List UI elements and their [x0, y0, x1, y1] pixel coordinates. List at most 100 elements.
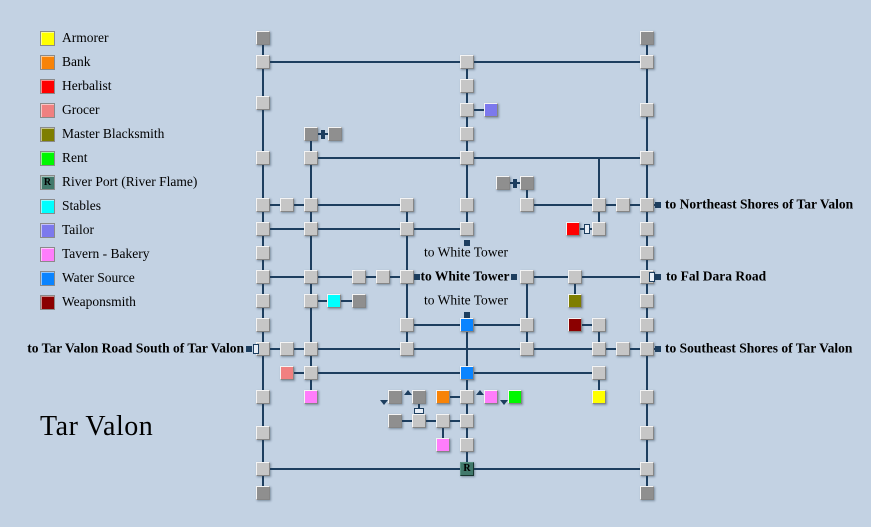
- room-normal[interactable]: [616, 342, 630, 356]
- room-normal[interactable]: [460, 414, 474, 428]
- room-dark[interactable]: [256, 486, 270, 500]
- room-normal[interactable]: [304, 222, 318, 236]
- legend-item-label: Armorer: [62, 30, 109, 45]
- room-normal[interactable]: [256, 294, 270, 308]
- room-stables[interactable]: [327, 294, 341, 308]
- room-normal[interactable]: [376, 270, 390, 284]
- room-normal[interactable]: [400, 270, 414, 284]
- room-normal[interactable]: [256, 96, 270, 110]
- room-tavern[interactable]: [484, 390, 498, 404]
- room-normal[interactable]: [460, 438, 474, 452]
- room-normal[interactable]: [460, 127, 474, 141]
- room-grocer[interactable]: [280, 366, 294, 380]
- room-normal[interactable]: [640, 55, 654, 69]
- road: [598, 325, 600, 349]
- room-water[interactable]: [460, 366, 474, 380]
- room-normal[interactable]: [640, 294, 654, 308]
- room-normal[interactable]: [256, 55, 270, 69]
- room-tavern[interactable]: [304, 390, 318, 404]
- room-armorer[interactable]: [592, 390, 606, 404]
- closed-door-icon: [321, 130, 325, 139]
- room-normal[interactable]: [592, 318, 606, 332]
- room-dark[interactable]: [388, 414, 402, 428]
- map-label: to Tar Valon Road South of Tar Valon: [27, 340, 244, 356]
- room-normal[interactable]: [280, 198, 294, 212]
- room-normal[interactable]: [256, 198, 270, 212]
- room-normal[interactable]: [640, 103, 654, 117]
- room-normal[interactable]: [256, 318, 270, 332]
- room-dark[interactable]: [328, 127, 342, 141]
- room-normal[interactable]: [460, 151, 474, 165]
- room-dark[interactable]: [304, 127, 318, 141]
- room-normal[interactable]: [304, 342, 318, 356]
- room-dark[interactable]: [256, 31, 270, 45]
- room-normal[interactable]: [460, 55, 474, 69]
- room-normal[interactable]: [436, 414, 450, 428]
- room-riverport[interactable]: R: [460, 462, 474, 476]
- room-normal[interactable]: [640, 198, 654, 212]
- room-normal[interactable]: [592, 222, 606, 236]
- room-normal[interactable]: [256, 270, 270, 284]
- room-bank[interactable]: [436, 390, 450, 404]
- room-herbalist[interactable]: [566, 222, 580, 236]
- room-dark[interactable]: [352, 294, 366, 308]
- room-normal[interactable]: [400, 222, 414, 236]
- room-normal[interactable]: [256, 390, 270, 404]
- room-normal[interactable]: [616, 198, 630, 212]
- road: [253, 348, 655, 350]
- room-normal[interactable]: [568, 270, 582, 284]
- room-normal[interactable]: [640, 222, 654, 236]
- room-weaponsmith[interactable]: [568, 318, 582, 332]
- room-dark[interactable]: [520, 176, 534, 190]
- room-blacksmith[interactable]: [568, 294, 582, 308]
- room-normal[interactable]: [256, 462, 270, 476]
- room-normal[interactable]: [520, 318, 534, 332]
- room-normal[interactable]: [640, 246, 654, 260]
- room-normal[interactable]: [352, 270, 366, 284]
- room-normal[interactable]: [256, 222, 270, 236]
- up-exit-icon: [404, 390, 412, 395]
- room-normal[interactable]: [412, 414, 426, 428]
- room-normal[interactable]: [304, 270, 318, 284]
- room-normal[interactable]: [640, 426, 654, 440]
- room-tailor[interactable]: [484, 103, 498, 117]
- room-water[interactable]: [460, 318, 474, 332]
- room-normal[interactable]: [520, 198, 534, 212]
- room-normal[interactable]: [460, 198, 474, 212]
- room-normal[interactable]: [460, 390, 474, 404]
- room-normal[interactable]: [304, 294, 318, 308]
- room-normal[interactable]: [520, 270, 534, 284]
- room-normal[interactable]: [304, 151, 318, 165]
- room-normal[interactable]: [460, 222, 474, 236]
- room-normal[interactable]: [640, 318, 654, 332]
- room-rent[interactable]: [508, 390, 522, 404]
- room-normal[interactable]: [304, 198, 318, 212]
- room-dark[interactable]: [640, 486, 654, 500]
- room-normal[interactable]: [592, 366, 606, 380]
- room-normal[interactable]: [256, 151, 270, 165]
- room-dark[interactable]: [640, 31, 654, 45]
- room-normal[interactable]: [304, 366, 318, 380]
- room-dark[interactable]: [496, 176, 510, 190]
- room-normal[interactable]: [640, 462, 654, 476]
- room-normal[interactable]: [640, 151, 654, 165]
- room-normal[interactable]: [640, 390, 654, 404]
- room-dark[interactable]: [412, 390, 426, 404]
- room-normal[interactable]: [592, 342, 606, 356]
- room-normal[interactable]: [460, 79, 474, 93]
- room-normal[interactable]: [400, 318, 414, 332]
- room-dark[interactable]: [388, 390, 402, 404]
- room-normal[interactable]: [640, 342, 654, 356]
- room-tavern[interactable]: [436, 438, 450, 452]
- room-normal[interactable]: [520, 342, 534, 356]
- map-label: to Fal Dara Road: [666, 268, 767, 284]
- room-normal[interactable]: [280, 342, 294, 356]
- room-normal[interactable]: [400, 342, 414, 356]
- road: [263, 204, 407, 206]
- room-normal[interactable]: [256, 426, 270, 440]
- room-normal[interactable]: [256, 246, 270, 260]
- room-normal[interactable]: [592, 198, 606, 212]
- road: [598, 373, 600, 397]
- room-normal[interactable]: [460, 103, 474, 117]
- room-normal[interactable]: [400, 198, 414, 212]
